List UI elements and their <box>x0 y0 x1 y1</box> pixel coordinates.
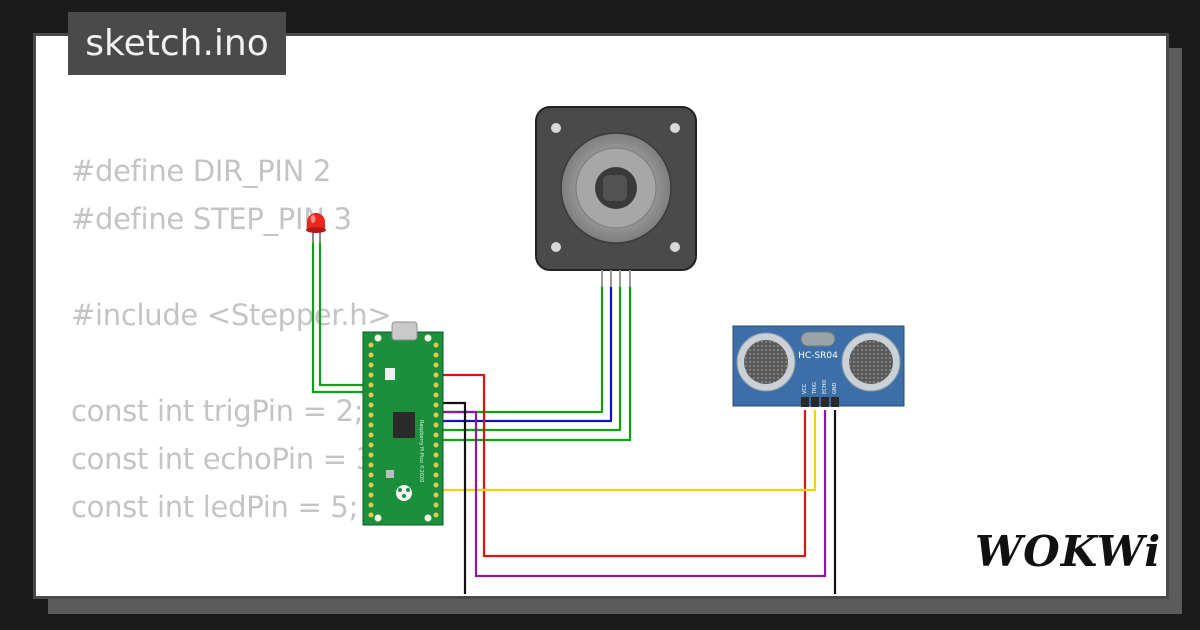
sensor-model-label: HC-SR04 <box>798 351 838 361</box>
stepper-motor[interactable] <box>535 106 697 287</box>
code-line: const int ledPin = 5; <box>71 490 359 524</box>
code-line: const int trigPin = 2; <box>71 394 364 428</box>
pico-board-label: Raspberry Pi Pico ©2020 <box>418 420 425 482</box>
raspberry-pi-pico[interactable]: Raspberry Pi Pico ©2020 <box>362 321 444 526</box>
wokwi-logo: WOKWi <box>975 527 1162 576</box>
wire-led-anode[interactable] <box>311 240 367 394</box>
led[interactable] <box>306 213 326 243</box>
wire-sensor-vcc[interactable] <box>438 373 807 558</box>
pico-pins-right <box>433 342 439 518</box>
sensor-pin-trig: TRIG <box>812 382 818 395</box>
sensor-pin-echo: ECHO <box>822 380 828 394</box>
wire-motor-a[interactable] <box>438 285 604 414</box>
sensor-pin-vcc: VCC <box>802 383 808 394</box>
wire-motor-c[interactable] <box>438 285 622 432</box>
code-line: #define DIR_PIN 2 <box>71 154 332 188</box>
wire-sensor-gnd[interactable] <box>438 401 467 594</box>
sensor-pin-gnd: GND <box>832 382 838 394</box>
wire-motor-b[interactable] <box>438 285 613 423</box>
raspberry-logo-icon <box>396 485 412 501</box>
code-line: const int echoPin = 3; <box>71 442 384 476</box>
file-tab[interactable]: sketch.ino <box>68 12 286 75</box>
code-line: #define STEP_PIN 3 <box>71 202 352 236</box>
code-line: #include <Stepper.h> <box>71 298 392 332</box>
wires <box>311 240 837 594</box>
ultrasonic-sensor[interactable]: HC-SR04 VCC TRIG ECHO GND <box>732 325 905 407</box>
wire-motor-d[interactable] <box>438 285 632 442</box>
wire-led-cathode[interactable] <box>318 240 367 387</box>
pico-pins-left <box>368 342 374 518</box>
wire-sensor-echo[interactable] <box>438 410 827 578</box>
